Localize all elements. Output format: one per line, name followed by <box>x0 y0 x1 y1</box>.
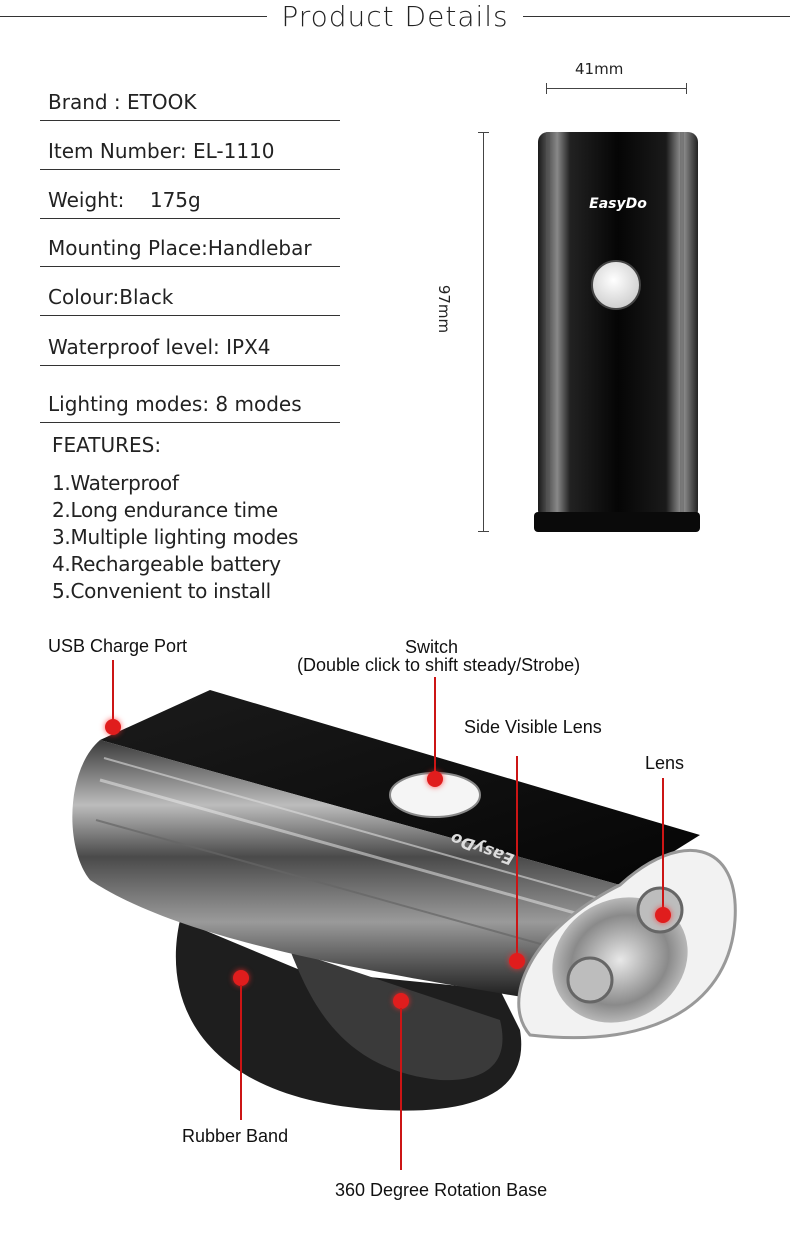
logo-text-front: EasyDo <box>589 196 647 212</box>
spec-row-weight: Weight: 175g <box>40 168 340 219</box>
callout-usb-charge-port: USB Charge Port <box>48 636 188 656</box>
page-title: Product Details <box>0 0 790 34</box>
leader-line-switch <box>434 677 436 777</box>
product-angled-view: EasyDo <box>72 690 737 1111</box>
height-dimension-line <box>478 132 489 532</box>
header-rule-right <box>520 16 790 17</box>
callout-switch-note: (Double click to shift steady/Strobe) <box>297 655 581 675</box>
spec-row-waterproof: Waterproof level: IPX4 <box>40 315 340 366</box>
spec-row-brand: Brand : ETOOK <box>40 70 340 121</box>
marker-switch <box>427 771 443 787</box>
feature-item: 1.Waterproof <box>52 471 179 495</box>
height-dimension-label: 97mm <box>435 284 454 334</box>
leader-line-lens <box>662 778 664 910</box>
spec-label: Colour:Black <box>48 285 174 309</box>
width-dimension-label: 41mm <box>575 60 624 78</box>
spec-label: Waterproof level: IPX4 <box>48 335 271 359</box>
callout-rubber-band: Rubber Band <box>182 1126 289 1146</box>
leader-line-rotation-base <box>400 1008 402 1170</box>
feature-item: 2.Long endurance time <box>52 498 278 522</box>
spec-label: Mounting Place:Handlebar <box>48 236 312 260</box>
leader-line-usb <box>112 660 114 725</box>
leader-line-rubber-band <box>240 985 242 1120</box>
product-front-view: EasyDo <box>534 132 700 532</box>
width-dimension-line <box>546 83 687 94</box>
callout-side-visible-lens: Side Visible Lens <box>464 717 602 737</box>
marker-rotation-base <box>393 993 409 1009</box>
leader-line-side-lens <box>516 756 518 956</box>
spec-label: Item Number: EL-1110 <box>48 139 275 163</box>
spec-row-mounting: Mounting Place:Handlebar <box>40 216 340 267</box>
marker-usb <box>105 719 121 735</box>
feature-item: 4.Rechargeable battery <box>52 552 281 576</box>
features-title: FEATURES: <box>52 433 162 457</box>
spec-row-colour: Colour:Black <box>40 265 340 316</box>
header-rule-left <box>0 16 280 17</box>
callout-switch: Switch <box>405 637 459 657</box>
spec-label: Brand : ETOOK <box>48 90 197 114</box>
marker-side-lens <box>509 953 525 969</box>
callout-lens: Lens <box>645 753 685 773</box>
spec-row-lighting-modes: Lighting modes: 8 modes <box>40 372 340 423</box>
spec-label: Lighting modes: 8 modes <box>48 392 302 416</box>
feature-item: 5.Convenient to install <box>52 579 271 603</box>
marker-rubber-band <box>233 970 249 986</box>
spec-label: Weight: 175g <box>48 188 201 212</box>
features-list: 1.Waterproof 2.Long endurance time 3.Mul… <box>52 470 298 605</box>
callout-rotation-base: 360 Degree Rotation Base <box>335 1180 548 1200</box>
feature-item: 3.Multiple lighting modes <box>52 525 299 549</box>
marker-lens <box>655 907 671 923</box>
spec-row-item-number: Item Number: EL-1110 <box>40 119 340 170</box>
